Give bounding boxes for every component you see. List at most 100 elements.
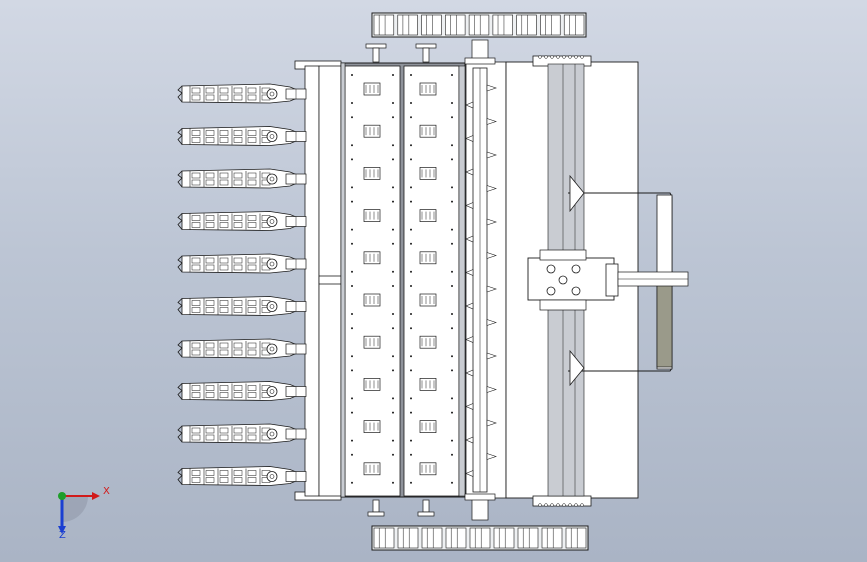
rotor-spike: [465, 436, 474, 444]
bolt-dot: [410, 285, 412, 287]
drum-cap-bolt: [562, 503, 566, 507]
bolt-dot: [351, 411, 353, 414]
rotor-spike: [465, 302, 474, 310]
bolt-dot: [451, 369, 453, 372]
rotor-spike: [486, 419, 497, 427]
tine-link: [219, 427, 229, 434]
seed-box: [340, 62, 466, 498]
metering-opening: [363, 335, 381, 349]
tine-link: [247, 215, 257, 221]
rotor-spike: [465, 202, 474, 209]
bolt-dot: [451, 242, 453, 245]
tine-link: [191, 172, 201, 179]
bottom-roller-segment: [541, 527, 563, 549]
rotor-spike: [465, 168, 474, 176]
tine-link: [191, 427, 201, 434]
spike-rotor: [464, 39, 507, 521]
metering-opening: [419, 167, 437, 180]
drum-cap-bolt: [538, 55, 542, 59]
tine-link: [191, 87, 201, 94]
bolt-dot: [451, 411, 453, 414]
metering-opening: [363, 167, 381, 180]
tine-link: [219, 477, 229, 483]
metering-opening: [363, 251, 381, 265]
bolt-dot: [351, 313, 353, 315]
bolt-dot: [351, 200, 353, 203]
tine-link: [191, 434, 201, 441]
metering-opening: [363, 82, 381, 96]
left-frame: [294, 60, 344, 501]
tine-link: [205, 130, 215, 136]
tine-link: [219, 257, 229, 264]
tine-link: [247, 427, 257, 434]
tine-link: [219, 342, 229, 349]
tine-link: [219, 385, 229, 391]
gearbox-housing: [527, 257, 615, 301]
bolt-dot: [451, 158, 453, 161]
rotor-spike: [465, 403, 474, 410]
bolt-dot: [451, 144, 453, 147]
tine-link: [233, 172, 243, 179]
tine-link: [191, 342, 201, 349]
gearbox-input-shaft: [605, 263, 619, 297]
metering-opening: [363, 462, 381, 476]
shaft-flange: [365, 43, 387, 49]
tine-link: [247, 87, 257, 94]
tine-link: [191, 264, 201, 271]
tine-unit: [177, 381, 307, 401]
gearbox-top-flange: [539, 249, 587, 261]
tine-link: [247, 257, 257, 264]
tine-link: [233, 94, 243, 101]
tine-unit: [177, 466, 307, 486]
three-point-hitch: [568, 174, 689, 387]
bolt-dot: [392, 158, 394, 161]
tine-pivot: [266, 301, 278, 312]
tine-link: [219, 434, 229, 441]
bolt-dot: [351, 481, 353, 484]
tine-link: [233, 342, 243, 349]
bolt-dot: [351, 270, 353, 273]
bolt-dot: [451, 327, 453, 330]
tine-link: [247, 179, 257, 186]
tine-link: [205, 94, 215, 101]
rotor-top-collar: [464, 57, 496, 65]
bolt-dot: [410, 453, 412, 456]
tine-link: [205, 222, 215, 228]
hitch-top-lug: [569, 174, 585, 213]
tine-link: [219, 392, 229, 398]
tine-link: [191, 477, 201, 483]
tine-link: [191, 94, 201, 101]
tine-link: [205, 434, 215, 441]
metering-opening: [363, 209, 381, 222]
bolt-dot: [392, 453, 394, 456]
rotor-spike: [486, 352, 497, 360]
rotor-spike: [465, 470, 474, 477]
tine-link: [191, 222, 201, 228]
tine-pivot-hole: [269, 134, 275, 139]
bottom-roller-segment: [445, 527, 467, 549]
bolt-dot: [392, 102, 394, 104]
tine-link: [219, 264, 229, 271]
tine-link: [191, 300, 201, 306]
tine-link: [205, 87, 215, 94]
tine-tip: [177, 213, 183, 230]
bolt-dot: [392, 411, 394, 414]
tine-link: [191, 307, 201, 313]
tine-tip: [177, 468, 183, 485]
tine-link: [205, 264, 215, 271]
bolt-dot: [351, 369, 353, 372]
rotor-spike: [465, 269, 474, 276]
drum-cap-bolt: [538, 503, 542, 507]
bolt-dot: [392, 228, 394, 231]
tine-link: [247, 130, 257, 136]
bolt-dot: [351, 186, 353, 189]
tine-link: [233, 307, 243, 313]
bolt-dot: [392, 200, 394, 203]
drum-cap-bolt: [550, 55, 554, 59]
tine-pivot-hole: [269, 91, 275, 97]
rotor-spike: [465, 135, 474, 142]
bolt-dot: [451, 116, 453, 119]
tine-tip: [177, 255, 183, 273]
